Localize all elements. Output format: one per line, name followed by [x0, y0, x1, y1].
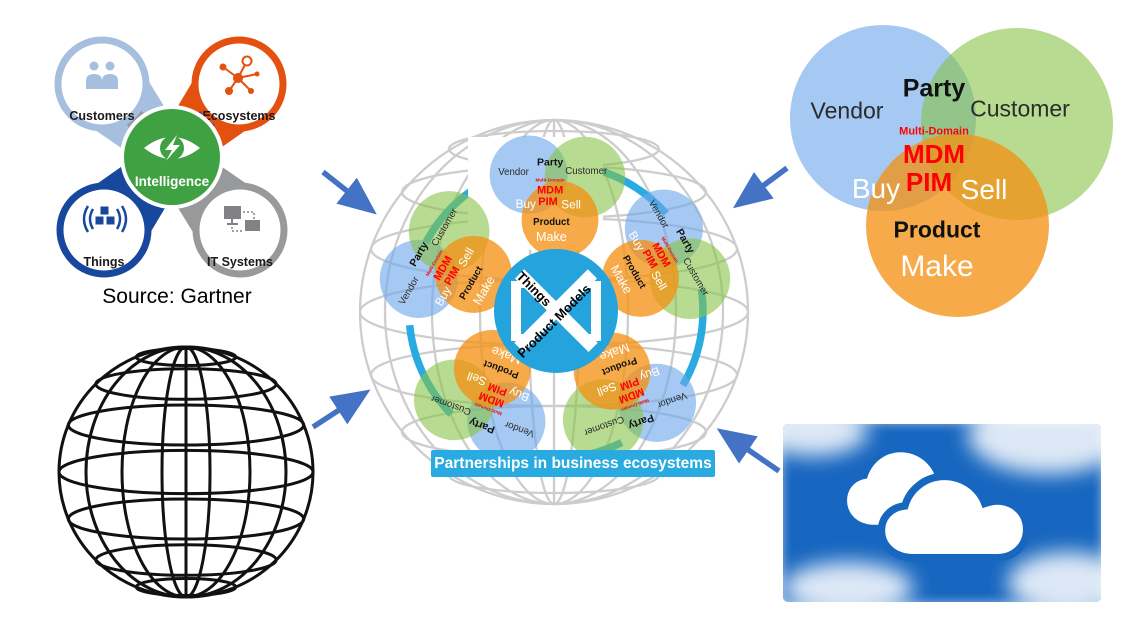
vendor-label: Vendor — [810, 97, 884, 124]
mdm-label: MDM — [902, 139, 966, 169]
onedrive-clouds-icon — [847, 452, 1031, 562]
partnerships-banner: Partnerships in business ecosystems — [431, 450, 715, 477]
vendor-label: Vendor — [498, 165, 529, 177]
gartner-intelligence-diagram: Customers Ecosystems Things IT Systems I… — [54, 36, 288, 278]
product-circle — [866, 134, 1049, 317]
product-label: Product — [893, 216, 981, 243]
buy-label: Buy — [851, 173, 901, 204]
buy-label: Buy — [515, 197, 536, 211]
cloud-wisp-icon — [783, 562, 913, 602]
ecosystems-label: Ecosystems — [203, 109, 276, 123]
intelligence-label: Intelligence — [135, 174, 210, 189]
mdm-venn-mini-top: Vendor Party Customer Multi-Domain MDM P… — [489, 134, 626, 259]
customer-label: Customer — [970, 95, 1070, 122]
sell-label: Sell — [960, 174, 1008, 205]
party-label: Party — [902, 74, 966, 103]
pim-label: PIM — [905, 167, 953, 197]
cloud-image — [783, 424, 1101, 602]
sell-label: Sell — [561, 198, 581, 212]
arrow-mid-left — [311, 389, 371, 430]
multi-domain-label: Multi-Domain — [535, 177, 565, 183]
things-product-models-hub: Things Product Models — [494, 249, 618, 373]
things-label: Things — [84, 255, 125, 269]
things-circle — [56, 182, 152, 278]
product-circle — [521, 181, 599, 259]
make-label: Make — [535, 230, 567, 244]
product-label: Product — [533, 215, 570, 227]
it-systems-monitors-icon — [224, 206, 260, 232]
it-systems-circle — [192, 182, 288, 278]
party-label: Party — [536, 156, 564, 169]
source-caption: Source: Gartner — [102, 285, 252, 308]
customers-label: Customers — [69, 109, 134, 123]
hub-circle — [494, 249, 618, 373]
things-cubes-icon — [82, 205, 128, 233]
it-systems-label: IT Systems — [207, 255, 273, 269]
make-label: Make — [900, 250, 974, 283]
pim-label: PIM — [538, 195, 558, 208]
wireframe-globe-black — [57, 345, 315, 599]
x-logo-icon — [511, 269, 601, 353]
mdm-venn-large: Vendor Party Customer Multi-Domain MDM P… — [788, 22, 1113, 317]
customer-label: Customer — [565, 165, 608, 177]
multi-domain-label: Multi-Domain — [899, 125, 969, 138]
ecosystems-network-icon — [219, 55, 260, 95]
customers-people-icon — [86, 61, 118, 89]
ecosystems-circle — [191, 36, 287, 132]
mdm-label: MDM — [537, 183, 564, 196]
intelligence-eye-bolt-icon — [144, 135, 200, 161]
